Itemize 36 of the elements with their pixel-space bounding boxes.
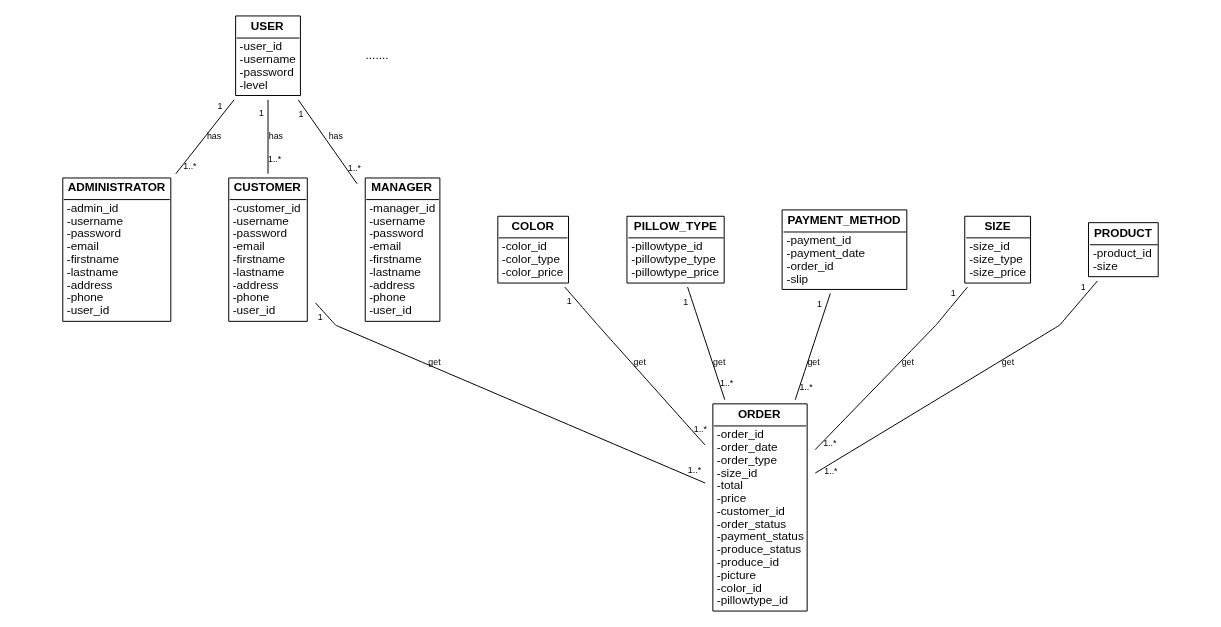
label: 1 — [217, 101, 223, 112]
connector — [814, 280, 1098, 474]
connector — [314, 302, 706, 484]
label: 1..* — [823, 438, 837, 449]
edge-label: get — [1001, 356, 1015, 367]
label: 1 — [950, 287, 956, 298]
edge-label: get — [428, 356, 441, 367]
label: 1..* — [687, 465, 702, 476]
label: 1..* — [719, 378, 734, 389]
label: 1..* — [799, 382, 813, 393]
label: 1..* — [183, 160, 197, 171]
label: 1 — [258, 108, 264, 119]
connector — [175, 99, 235, 175]
connector — [564, 286, 706, 446]
edge-label: has — [328, 130, 343, 141]
label: 1..* — [347, 162, 362, 173]
connector — [814, 286, 968, 451]
label: 1 — [817, 299, 823, 310]
edge-label: get — [807, 356, 820, 367]
label: 1 — [566, 296, 572, 307]
connector — [687, 286, 726, 401]
label: 1..* — [693, 423, 708, 434]
label: ....... — [365, 47, 389, 61]
label: 1 — [1080, 281, 1086, 292]
edge-label: has — [206, 130, 222, 141]
label: 1 — [317, 312, 323, 323]
edge-label: get — [713, 356, 726, 367]
connector — [297, 99, 358, 185]
label: 1..* — [824, 465, 838, 476]
label: 1 — [298, 109, 304, 120]
edge-label: get — [633, 356, 646, 367]
label: 1..* — [268, 153, 282, 164]
label: 1 — [683, 296, 689, 307]
edge-label: get — [901, 356, 914, 367]
connector — [794, 293, 831, 401]
edge-label: has — [268, 130, 283, 141]
